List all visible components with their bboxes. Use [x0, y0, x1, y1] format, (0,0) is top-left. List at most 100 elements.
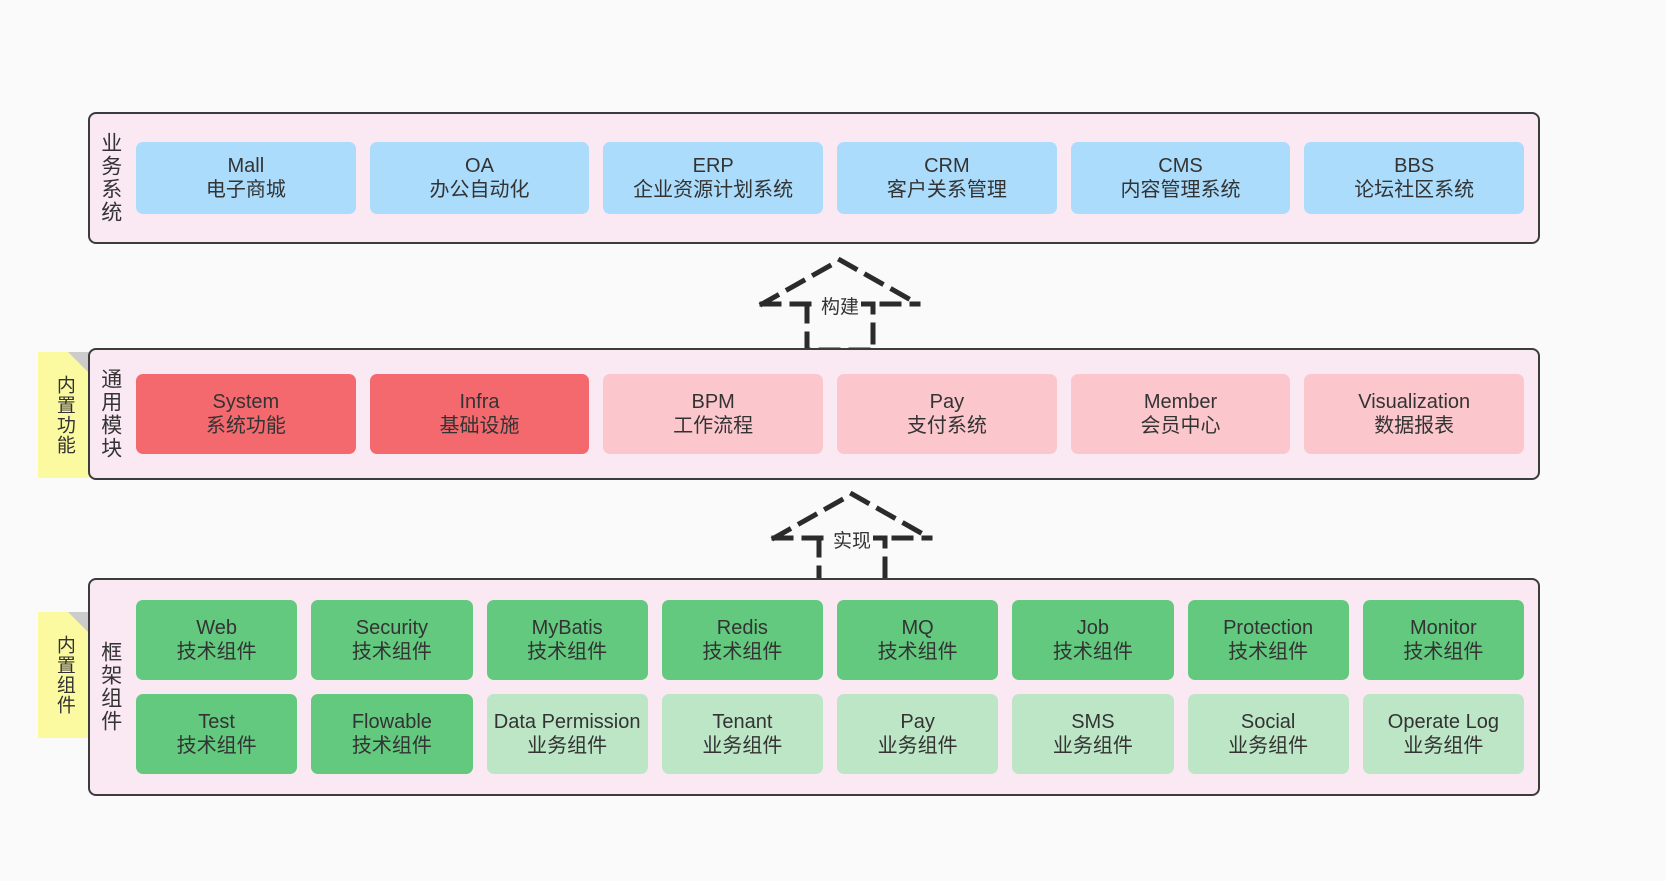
business-system-oa[interactable]: OA 办公自动化 [369, 142, 590, 214]
component-operate-log-en: Operate Log [1387, 710, 1499, 733]
component-web[interactable]: Web 技术组件 [136, 600, 298, 680]
general-modules-row: System 系统功能 Infra 基础设施 BPM 工作流程 Pay 支付系统… [136, 374, 1525, 454]
sticky-note-fold-icon [68, 612, 90, 634]
connector-implement: 实现 [762, 486, 942, 586]
component-job-cn: 技术组件 [1052, 641, 1133, 663]
component-mybatis-en: MyBatis [531, 616, 603, 639]
component-job-en: Job [1076, 616, 1109, 639]
business-system-mall[interactable]: Mall 电子商城 [136, 142, 356, 214]
module-infra[interactable]: Infra 基础设施 [369, 374, 590, 454]
component-web-cn: 技术组件 [176, 641, 257, 663]
module-pay[interactable]: Pay 支付系统 [837, 374, 1057, 454]
business-system-bbs-en: BBS [1394, 154, 1435, 177]
connector-build-label: 构建 [818, 292, 862, 319]
component-pay-cn: 业务组件 [877, 735, 958, 757]
module-bpm-cn: 工作流程 [673, 415, 754, 437]
module-visualization[interactable]: Visualization 数据报表 [1304, 374, 1525, 454]
business-system-oa-cn: 办公自动化 [429, 179, 530, 201]
component-pay[interactable]: Pay 业务组件 [837, 694, 999, 774]
sticky-note-builtin-functions-label: 内置功能 [53, 375, 75, 455]
module-pay-en: Pay [929, 390, 965, 413]
component-mq[interactable]: MQ 技术组件 [837, 600, 999, 680]
module-infra-en: Infra [459, 390, 500, 413]
component-tenant[interactable]: Tenant 业务组件 [661, 694, 823, 774]
layer-framework-components: 框架组件 Web 技术组件 Security 技术组件 MyBatis 技术组件… [88, 578, 1540, 796]
business-systems-row: Mall 电子商城 OA 办公自动化 ERP 企业资源计划系统 CRM 客户关系… [136, 142, 1525, 214]
module-visualization-cn: 数据报表 [1374, 415, 1455, 437]
component-sms-cn: 业务组件 [1052, 735, 1133, 757]
sticky-note-builtin-components-label: 内置组件 [53, 635, 75, 715]
component-monitor[interactable]: Monitor 技术组件 [1362, 600, 1524, 680]
component-protection-en: Protection [1223, 616, 1314, 639]
component-redis-en: Redis [716, 616, 768, 639]
module-pay-cn: 支付系统 [906, 415, 987, 437]
business-system-mall-en: Mall [227, 154, 265, 177]
module-bpm[interactable]: BPM 工作流程 [603, 374, 824, 454]
module-member-cn: 会员中心 [1140, 415, 1221, 437]
component-data-permission-cn: 业务组件 [527, 735, 608, 757]
business-system-cms[interactable]: CMS 内容管理系统 [1070, 142, 1291, 214]
component-social-en: Social [1240, 710, 1296, 733]
component-flowable-cn: 技术组件 [351, 735, 432, 757]
business-system-oa-en: OA [465, 154, 494, 177]
component-redis[interactable]: Redis 技术组件 [661, 600, 823, 680]
business-system-bbs[interactable]: BBS 论坛社区系统 [1304, 142, 1525, 214]
component-job[interactable]: Job 技术组件 [1012, 600, 1174, 680]
component-protection-cn: 技术组件 [1228, 641, 1309, 663]
component-protection[interactable]: Protection 技术组件 [1187, 600, 1349, 680]
sticky-note-builtin-functions: 内置功能 [38, 352, 90, 478]
component-tenant-en: Tenant [712, 710, 773, 733]
component-security[interactable]: Security 技术组件 [311, 600, 473, 680]
component-data-permission-en: Data Permission [493, 710, 641, 733]
module-member-en: Member [1143, 390, 1218, 413]
business-system-erp[interactable]: ERP 企业资源计划系统 [603, 142, 824, 214]
business-system-mall-cn: 电子商城 [205, 179, 286, 201]
business-system-cms-cn: 内容管理系统 [1120, 179, 1241, 201]
business-system-bbs-cn: 论坛社区系统 [1354, 179, 1475, 201]
layer-business-systems-title: 业务系统 [98, 132, 122, 224]
layer-framework-components-body: Web 技术组件 Security 技术组件 MyBatis 技术组件 Redi… [130, 580, 1538, 794]
layer-framework-components-title: 框架组件 [98, 641, 122, 733]
component-sms[interactable]: SMS 业务组件 [1012, 694, 1174, 774]
layer-business-systems-body: Mall 电子商城 OA 办公自动化 ERP 企业资源计划系统 CRM 客户关系… [130, 114, 1538, 242]
component-flowable[interactable]: Flowable 技术组件 [311, 694, 473, 774]
layer-general-modules: 通用模块 System 系统功能 Infra 基础设施 BPM 工作流程 Pay… [88, 348, 1540, 480]
component-operate-log[interactable]: Operate Log 业务组件 [1362, 694, 1524, 774]
business-system-crm[interactable]: CRM 客户关系管理 [837, 142, 1057, 214]
business-system-crm-en: CRM [924, 154, 970, 177]
layer-general-modules-title: 通用模块 [98, 368, 122, 460]
component-security-en: Security [355, 616, 428, 639]
component-data-permission[interactable]: Data Permission 业务组件 [486, 694, 648, 774]
component-test-en: Test [198, 710, 235, 733]
component-pay-en: Pay [900, 710, 935, 733]
component-social[interactable]: Social 业务组件 [1187, 694, 1349, 774]
module-member[interactable]: Member 会员中心 [1070, 374, 1291, 454]
component-tenant-cn: 业务组件 [702, 735, 783, 757]
layer-general-modules-body: System 系统功能 Infra 基础设施 BPM 工作流程 Pay 支付系统… [130, 350, 1538, 478]
component-mq-en: MQ [901, 616, 934, 639]
module-system-cn: 系统功能 [205, 415, 286, 437]
framework-components-row-2: Test 技术组件 Flowable 技术组件 Data Permission … [136, 694, 1524, 774]
component-social-cn: 业务组件 [1228, 735, 1309, 757]
component-sms-en: SMS [1071, 710, 1115, 733]
component-test-cn: 技术组件 [176, 735, 257, 757]
component-mybatis[interactable]: MyBatis 技术组件 [486, 600, 648, 680]
connector-build: 构建 [750, 252, 930, 352]
component-operate-log-cn: 业务组件 [1403, 735, 1484, 757]
module-system-en: System [212, 390, 280, 413]
component-test[interactable]: Test 技术组件 [136, 694, 298, 774]
business-system-erp-cn: 企业资源计划系统 [633, 179, 794, 201]
layer-business-systems: 业务系统 Mall 电子商城 OA 办公自动化 ERP 企业资源计划系统 CRM… [88, 112, 1540, 244]
business-system-crm-cn: 客户关系管理 [886, 179, 1007, 201]
business-system-erp-en: ERP [692, 154, 734, 177]
component-mybatis-cn: 技术组件 [527, 641, 608, 663]
connector-implement-label: 实现 [830, 526, 874, 553]
component-security-cn: 技术组件 [351, 641, 432, 663]
module-system[interactable]: System 系统功能 [136, 374, 356, 454]
component-monitor-cn: 技术组件 [1403, 641, 1484, 663]
module-visualization-en: Visualization [1358, 390, 1471, 413]
business-system-cms-en: CMS [1158, 154, 1203, 177]
component-mq-cn: 技术组件 [877, 641, 958, 663]
component-redis-cn: 技术组件 [702, 641, 783, 663]
